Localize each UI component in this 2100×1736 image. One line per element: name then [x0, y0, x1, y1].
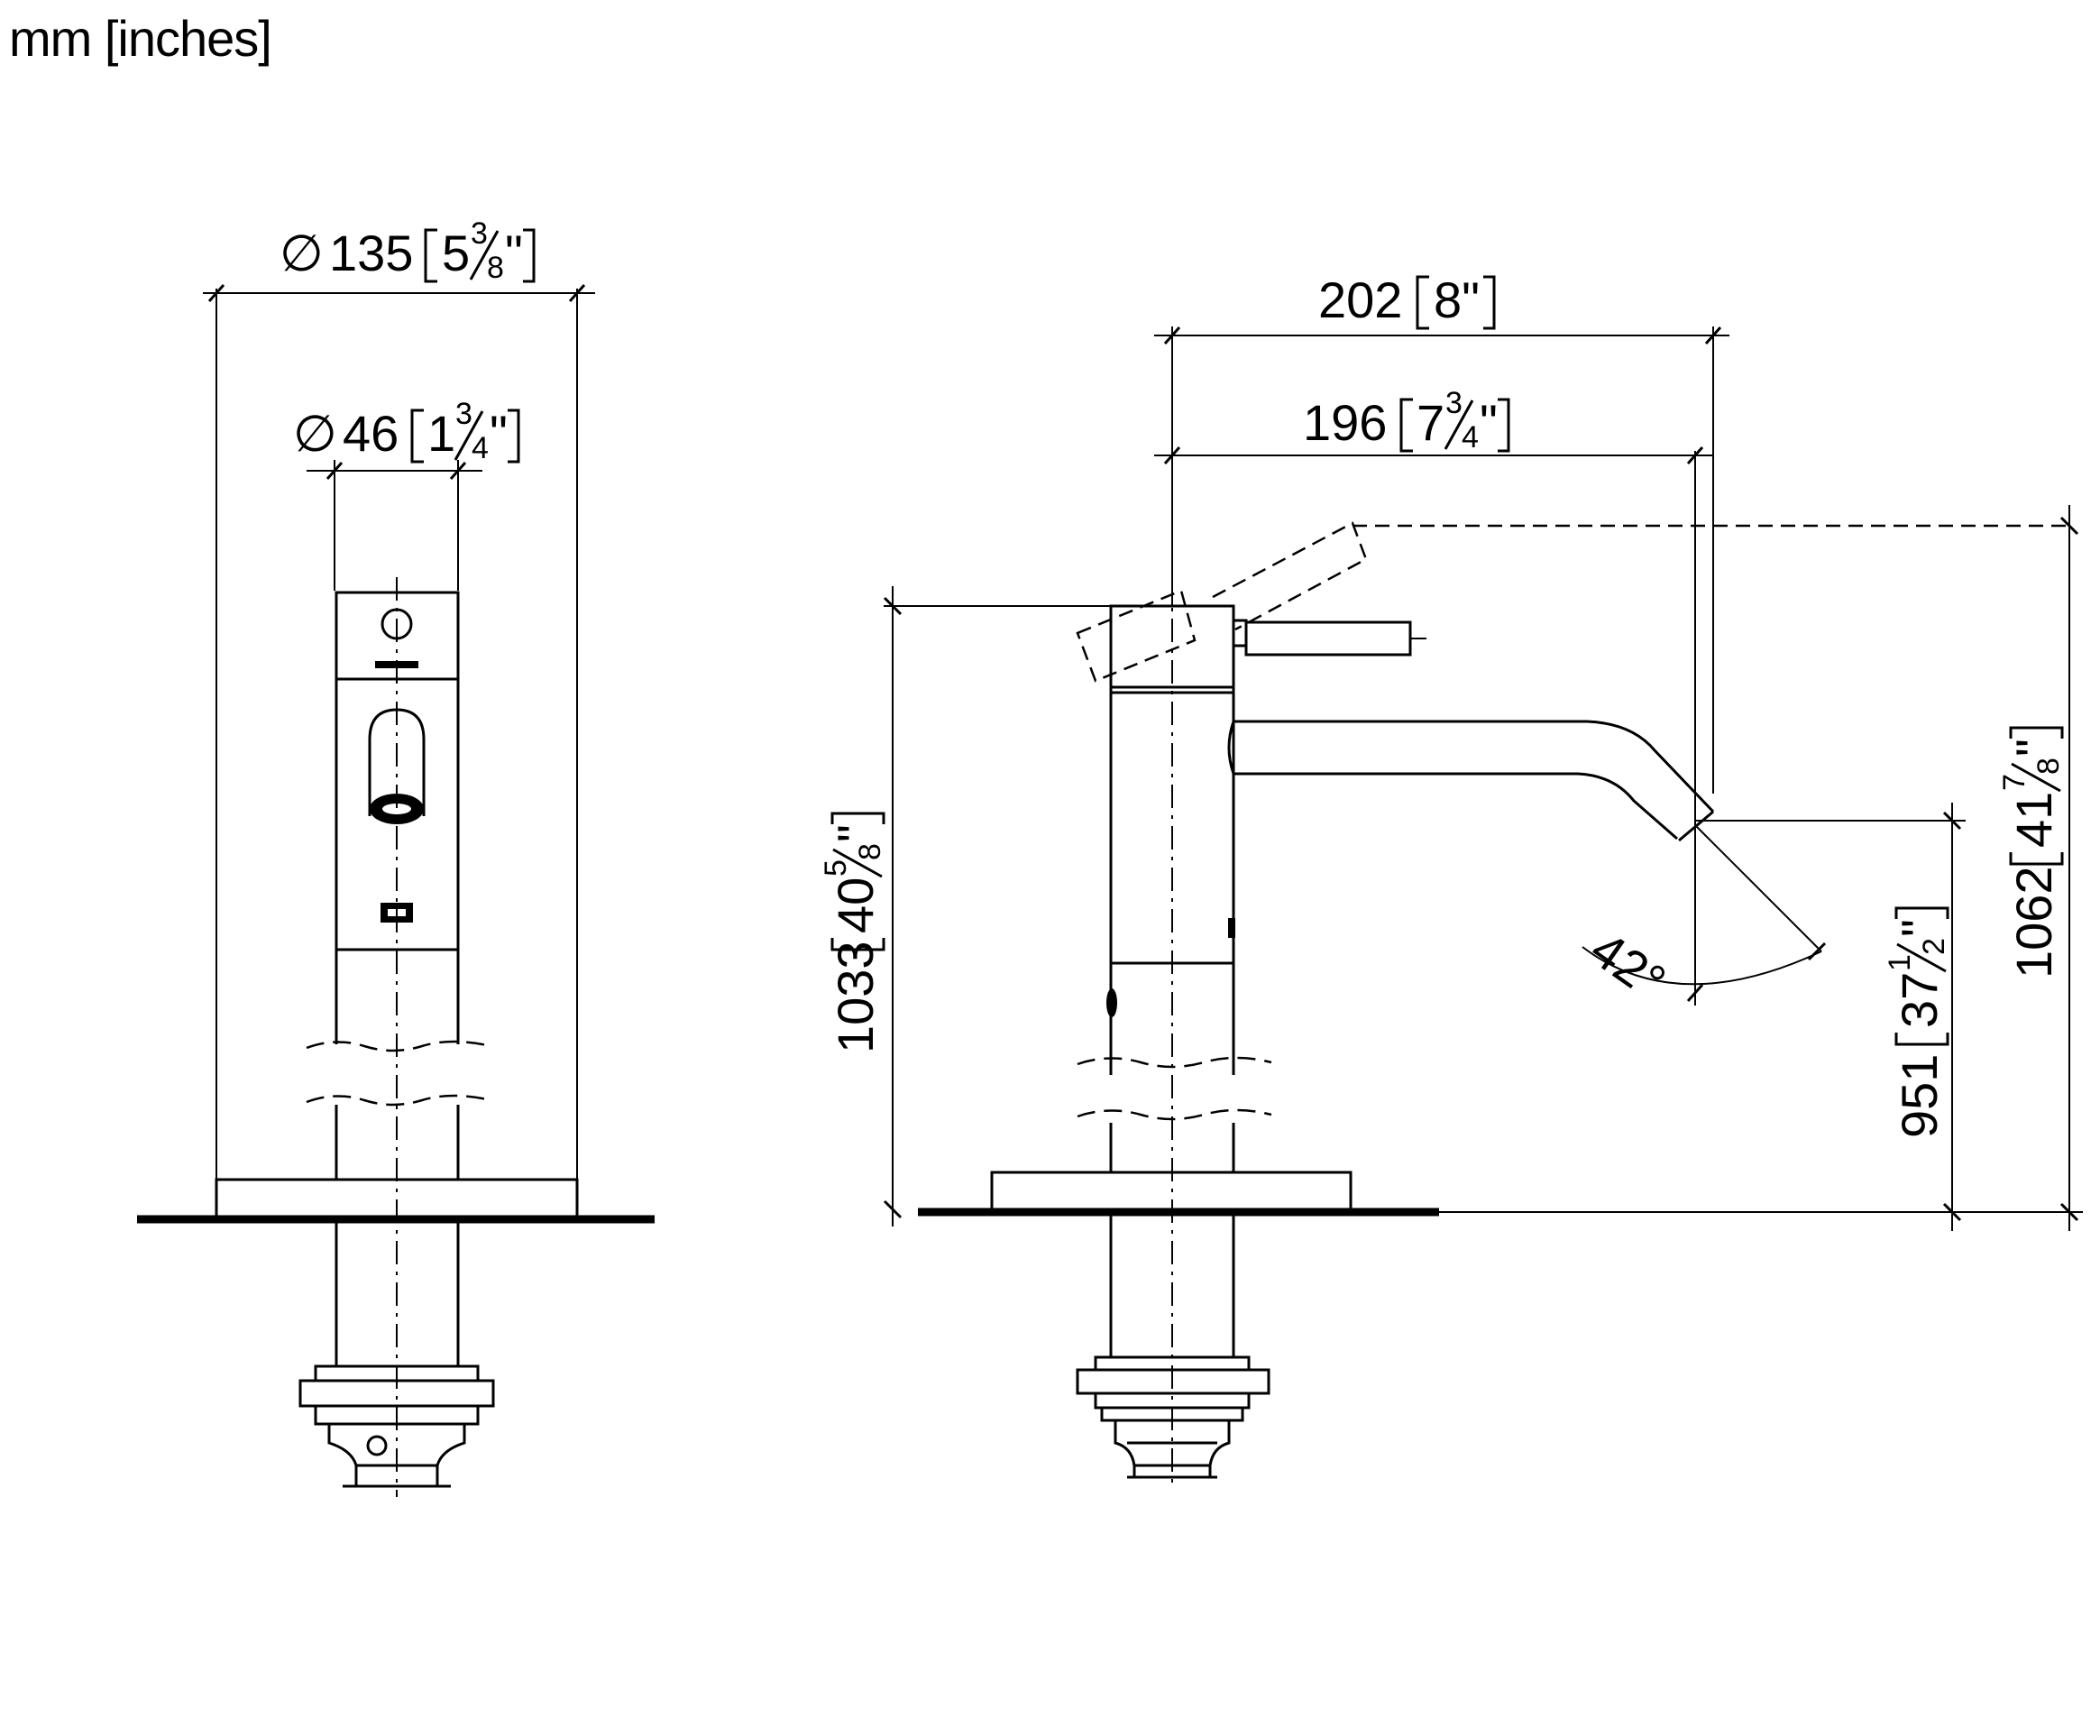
- body-diameter-inch-whole: 1: [427, 405, 455, 462]
- outer-diameter-inch-unit: ": [505, 225, 523, 281]
- height-body-dimension: 1033 40 5 8 ": [819, 586, 1114, 1226]
- reach-spout-inch-whole: 7: [1417, 394, 1444, 451]
- reach-spout-inch-den: 4: [1462, 420, 1479, 455]
- height-body-mm: 1033: [827, 941, 884, 1053]
- height-lever-inch-den: 8: [2031, 758, 2066, 775]
- body-diameter-inch-num: 3: [455, 397, 472, 431]
- height-body-inch-whole: 40: [827, 877, 884, 933]
- height-outlet-inch-whole: 37: [1891, 972, 1948, 1028]
- reach-total-mm: 202: [1318, 271, 1402, 328]
- reach-total-dimension: 202 8": [1154, 271, 1729, 794]
- units-label: mm [inches]: [9, 10, 272, 67]
- height-lever-dimension: 1062 41 7 8 ": [1997, 505, 2079, 1231]
- height-outlet-inch-num: 1: [1883, 954, 1917, 971]
- front-view: ∅ 135 5 3 8 " ∅ 46 1 3 4 ": [137, 216, 655, 1497]
- diameter-symbol: ∅: [280, 225, 324, 281]
- spout-angle: 42°: [1581, 920, 1676, 1010]
- outer-diameter-inch-whole: 5: [442, 225, 470, 281]
- body-diameter-inch-den: 4: [472, 431, 489, 465]
- height-outlet-dimension: 951 37 1 2 ": [1695, 803, 1966, 1231]
- height-body-inch-num: 5: [819, 859, 853, 877]
- reach-spout-dimension: 196 7 3 4 ": [1154, 386, 1713, 1006]
- reach-spout-inch-unit: ": [1480, 394, 1498, 451]
- height-outlet-inch-den: 2: [1917, 938, 1951, 955]
- height-lever-inch-whole: 41: [2005, 792, 2062, 848]
- height-lever-inch-unit: ": [2005, 739, 2062, 757]
- height-lever-inch-num: 7: [1997, 774, 2031, 791]
- reach-total-inch: 8": [1434, 271, 1480, 328]
- outer-diameter-mm: 135: [329, 225, 413, 281]
- height-outlet-inch-unit: ": [1891, 919, 1948, 937]
- height-lever-mm: 1062: [2005, 866, 2062, 978]
- reach-spout-mm: 196: [1303, 394, 1387, 451]
- height-body-inch-unit: ": [827, 824, 884, 842]
- spout-angle-dimension: 42°: [1581, 824, 1827, 1010]
- reach-spout-inch-num: 3: [1445, 386, 1463, 420]
- faucet-body-front: [137, 577, 655, 1497]
- outer-diameter-inch-den: 8: [487, 251, 504, 285]
- outer-diameter-inch-num: 3: [471, 216, 488, 251]
- height-outlet-mm: 951: [1891, 1054, 1948, 1138]
- diameter-symbol: ∅: [293, 405, 337, 462]
- body-diameter-mm: 46: [343, 405, 399, 462]
- outer-diameter-dimension: ∅ 135 5 3 8 ": [203, 216, 595, 1183]
- body-diameter-dimension: ∅ 46 1 3 4 ": [293, 397, 520, 591]
- faucet-body-side: [918, 521, 2083, 1488]
- body-diameter-inch-unit: ": [490, 405, 508, 462]
- height-body-inch-den: 8: [853, 843, 887, 860]
- side-view: 202 8" 196 7 3 4 " 1033: [819, 271, 2083, 1488]
